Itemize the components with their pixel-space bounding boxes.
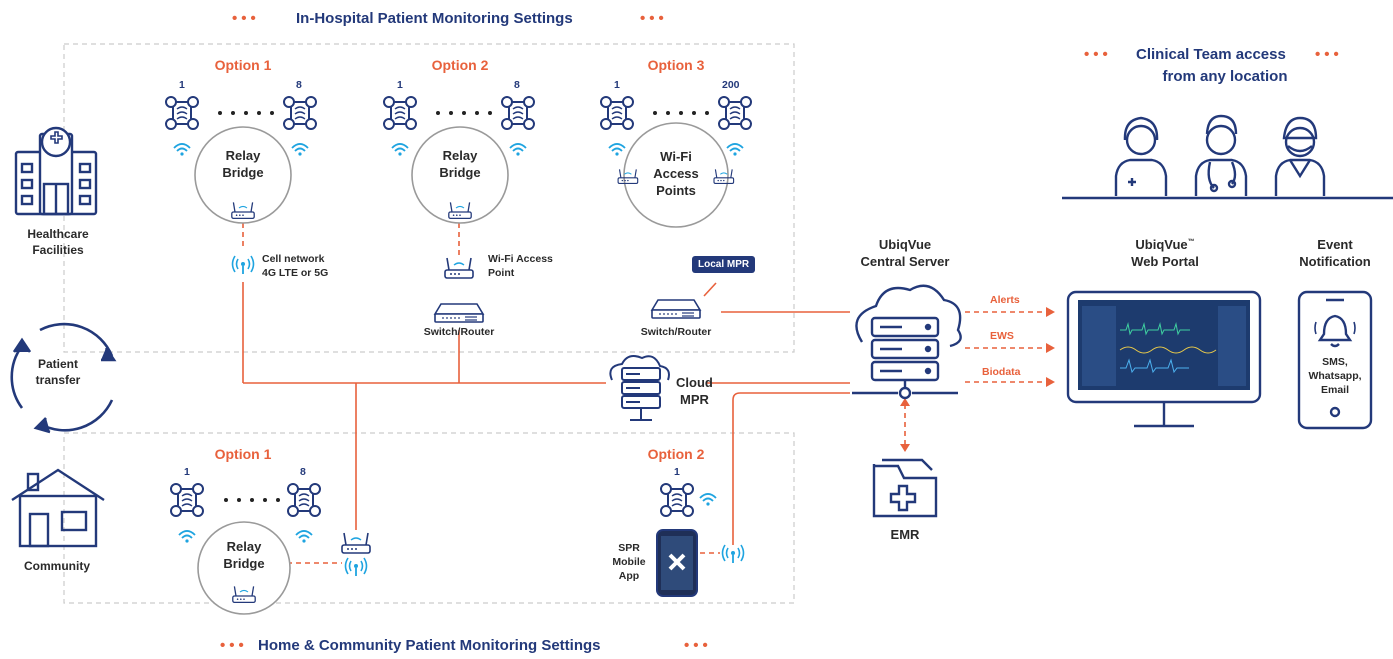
portal-brand: UbiqVue	[1135, 237, 1188, 252]
spr-app-label-line1: SPR	[618, 542, 640, 554]
cell-tower-icon	[231, 255, 255, 275]
hospital-opt2-sensors	[383, 96, 535, 157]
cloud-mpr-label-line2: MPR	[680, 392, 709, 407]
switch-icon	[434, 303, 484, 323]
event-notification-label-line2: Notification	[1299, 254, 1371, 269]
folder-medical-icon	[872, 458, 938, 518]
title-dots-right: •••	[1315, 46, 1343, 63]
community-region-border	[63, 432, 795, 604]
community-option2-label: Option 2	[647, 446, 705, 462]
community-opt1-sensors	[170, 483, 321, 544]
sensor-count-last: 8	[300, 466, 306, 478]
central-server-label-line1: UbiqVue	[878, 237, 932, 252]
flow-label-ews: EWS	[990, 330, 1014, 342]
flow-arrowheads	[900, 307, 1055, 452]
monitor-icon	[1066, 290, 1262, 428]
hospital-option1-label: Option 1	[214, 57, 272, 73]
healthcare-facilities-label-line1: Healthcare	[27, 227, 89, 241]
sensor-count-first: 1	[397, 79, 403, 91]
wifi-ap-label-line2: Access	[653, 166, 699, 181]
cycle-arrows-icon	[10, 322, 117, 434]
surgeon-icon	[1274, 116, 1326, 196]
flow-label-biodata: Biodata	[982, 366, 1021, 378]
event-notification-label-line1: Event	[1317, 237, 1353, 252]
notification-whatsapp: Whatsapp,	[1308, 370, 1362, 382]
community-section-title: Home & Community Patient Monitoring Sett…	[258, 637, 601, 654]
sensor-count-first: 1	[614, 79, 620, 91]
relay-bridge-circle-1	[194, 126, 292, 224]
sensor-count-first: 1	[674, 466, 680, 478]
relay-bridge-label-line2: Bridge	[439, 165, 481, 180]
hospital-icon	[14, 126, 98, 216]
network-lines	[242, 282, 850, 545]
sensor-count-last: 200	[722, 79, 740, 91]
phone-bell-icon	[1297, 290, 1373, 430]
cloud-mpr-label-line1: Cloud	[676, 375, 713, 390]
switch-router-label: Switch/Router	[423, 326, 495, 338]
hospital-option2-label: Option 2	[431, 57, 489, 73]
relay-bridge-label-line1: Relay	[226, 539, 262, 554]
community-router-icon	[341, 532, 371, 554]
cell-network-label-line1: Cell network	[262, 253, 325, 265]
house-icon	[11, 468, 105, 548]
trademark-sign: ™	[1187, 238, 1195, 246]
patient-transfer-label-line2: transfer	[35, 373, 81, 387]
local-mpr-badge: Local MPR	[692, 256, 756, 273]
emr-label: EMR	[890, 527, 920, 542]
switch-router-label: Switch/Router	[640, 326, 712, 338]
cell-network-label-line2: 4G LTE or 5G	[262, 267, 329, 279]
wifi-ap-circle	[623, 122, 729, 228]
flow-label-alerts: Alerts	[990, 294, 1020, 306]
nurse-icon	[1114, 116, 1168, 196]
title-dots-left: •••	[1084, 46, 1112, 63]
cell-tower-icon	[721, 544, 745, 564]
sensor-count-last: 8	[514, 79, 520, 91]
relay-bridge-circle-2	[411, 126, 509, 224]
web-portal-label-line2: Web Portal	[1131, 254, 1199, 269]
patient-transfer-label-line1: Patient	[37, 357, 78, 371]
central-server-icon	[852, 284, 962, 400]
notification-email: Email	[1320, 384, 1349, 396]
relay-bridge-label-line2: Bridge	[222, 165, 264, 180]
community-opt2-sensor	[660, 483, 717, 517]
hospital-opt3-sensors	[600, 96, 752, 157]
wifi-access-point-label-line2: Point	[488, 267, 515, 279]
switch-icon	[651, 299, 701, 319]
title-dots-left: •••	[232, 10, 260, 27]
relay-bridge-label-line1: Relay	[442, 148, 478, 163]
relay-bridge-label-line1: Relay	[225, 148, 261, 163]
community-label: Community	[24, 559, 90, 573]
wifi-ap-label-line1: Wi-Fi	[660, 149, 692, 164]
title-dots-right: •••	[640, 10, 668, 27]
clinical-team-title-line2: from any location	[1162, 68, 1288, 85]
sensor-count-first: 1	[179, 79, 185, 91]
hospital-option3-label: Option 3	[647, 57, 705, 73]
title-dots-left: •••	[220, 637, 248, 654]
community-option1-label: Option 1	[214, 446, 272, 462]
central-server-label-line2: Central Server	[860, 254, 950, 269]
dashed-links	[242, 205, 1050, 564]
spr-mobile-app-icon	[656, 529, 698, 597]
hospital-section-title: In-Hospital Patient Monitoring Settings	[296, 10, 573, 27]
notification-sms: SMS,	[1322, 356, 1348, 368]
doctor-icon	[1194, 114, 1248, 196]
cloud-server-icon	[609, 355, 670, 421]
wifi-access-point-label-line1: Wi-Fi Access	[488, 253, 553, 265]
title-dots-right: •••	[684, 637, 712, 654]
cell-tower-icon	[344, 557, 368, 577]
hospital-opt1-sensors	[165, 96, 317, 157]
clinical-team-title-line1: Clinical Team access	[1136, 46, 1286, 63]
sensor-count-last: 8	[296, 79, 302, 91]
sensor-count-first: 1	[184, 466, 190, 478]
web-portal-label-line1: UbiqVue™	[1110, 237, 1220, 253]
wifi-ap-label-line3: Points	[656, 183, 696, 198]
relay-bridge-circle-community	[197, 521, 291, 615]
spr-app-label-line2: Mobile	[612, 556, 646, 568]
healthcare-facilities-label-line2: Facilities	[32, 243, 84, 257]
relay-bridge-label-line2: Bridge	[223, 556, 265, 571]
wifi-access-point-icon	[444, 257, 474, 279]
spr-app-label-line3: App	[618, 570, 640, 582]
